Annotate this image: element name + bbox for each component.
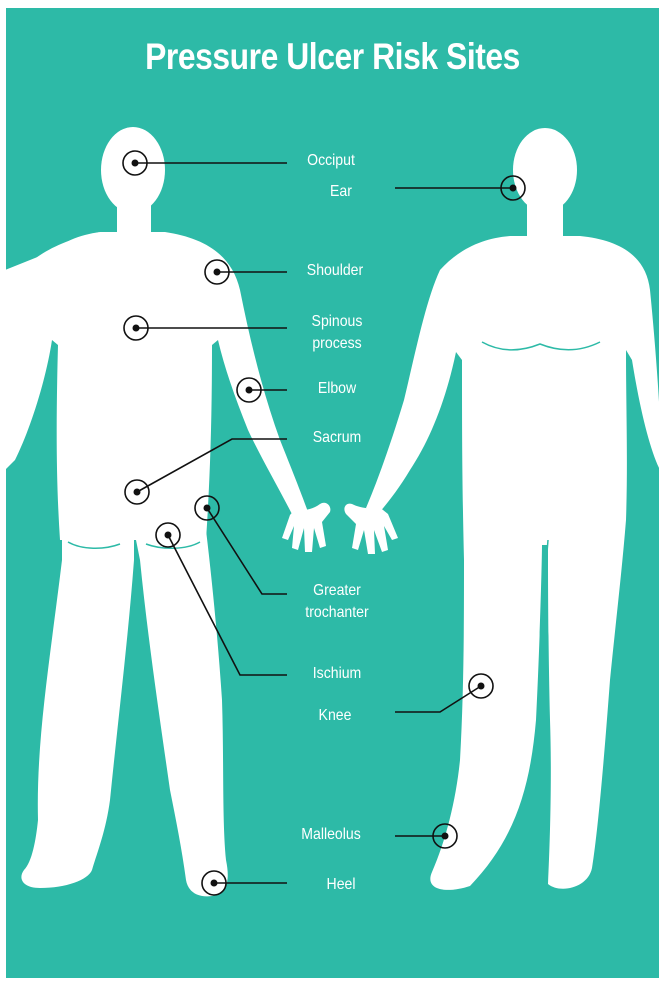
label-elbow: Elbow — [280, 378, 394, 400]
label-shoulder: Shoulder — [278, 260, 392, 282]
label-greater-trochanter: Greater trochanter — [280, 580, 394, 624]
label-occiput: Occiput — [274, 150, 388, 172]
label-malleolus: Malleolus — [274, 824, 388, 846]
label-spinous-process-line2: process — [280, 333, 394, 355]
label-spinous-process-line1: Spinous — [280, 311, 394, 333]
label-ear: Ear — [284, 181, 398, 203]
label-spinous-process: Spinous process — [280, 311, 394, 355]
diagram-panel: Pressure Ulcer Risk Sites — [6, 8, 659, 978]
label-knee: Knee — [278, 705, 392, 727]
front-view-figure — [344, 128, 659, 890]
label-greater-trochanter-line1: Greater — [280, 580, 394, 602]
label-ischium: Ischium — [280, 663, 394, 685]
label-sacrum: Sacrum — [280, 427, 394, 449]
back-view-figure — [6, 127, 330, 896]
label-heel: Heel — [284, 874, 398, 896]
label-greater-trochanter-line2: trochanter — [280, 602, 394, 624]
